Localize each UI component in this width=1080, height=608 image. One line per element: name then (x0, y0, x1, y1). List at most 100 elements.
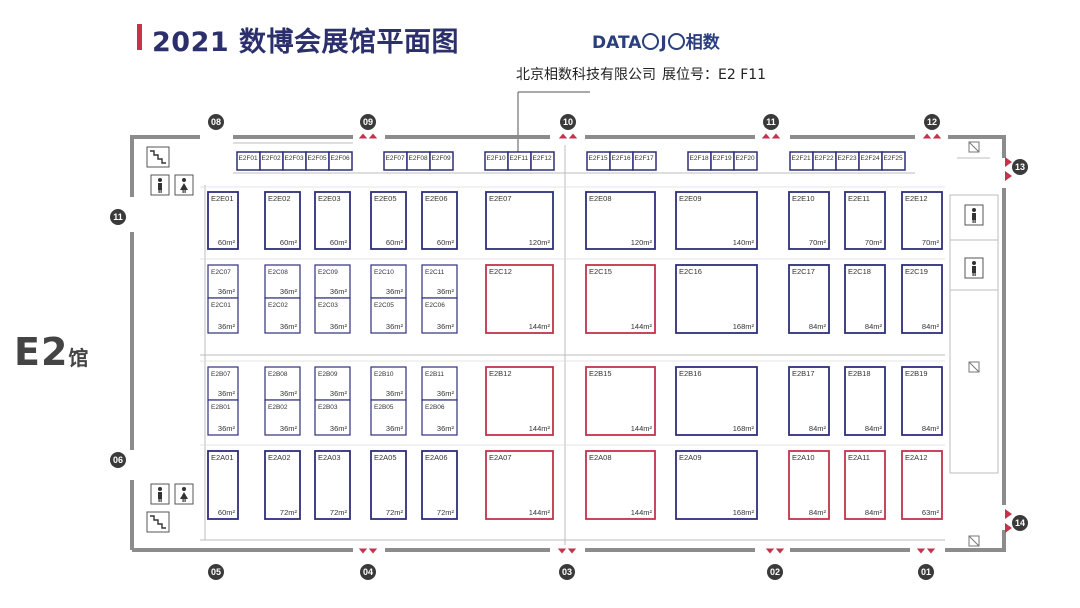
booth-area: 144m² (631, 508, 653, 517)
booth-e2f16[interactable]: E2F16 (609, 151, 634, 171)
booth-e2f20[interactable]: E2F20 (733, 151, 758, 171)
gate-right-13[interactable]: 13 (1012, 159, 1028, 175)
booth-area: 36m² (437, 389, 455, 398)
booth-e2f19[interactable]: E2F19 (710, 151, 735, 171)
booth-e2f11[interactable]: E2F11 (507, 151, 532, 171)
booth-e2f01[interactable]: E2F01 (236, 151, 261, 171)
gate-left-11[interactable]: 11 (110, 209, 126, 225)
booth-e2f09[interactable]: E2F09 (429, 151, 454, 171)
booth-e2f15[interactable]: E2F15 (586, 151, 611, 171)
gate-bottom-01[interactable]: 01 (918, 564, 934, 580)
gate-top-10[interactable]: 10 (560, 114, 576, 130)
gate-top-11[interactable]: 11 (763, 114, 779, 130)
booth-area: 72m² (386, 508, 404, 517)
gate-left-06[interactable]: 06 (110, 452, 126, 468)
booth-e2f17[interactable]: E2F17 (632, 151, 657, 171)
gate-bottom-04[interactable]: 04 (360, 564, 376, 580)
booth-e2f08[interactable]: E2F08 (406, 151, 431, 171)
booth-e2f22[interactable]: E2F22 (812, 151, 837, 171)
gate-top-08[interactable]: 08 (208, 114, 224, 130)
booth-id: E2F12 (533, 155, 553, 162)
booth-e2f24[interactable]: E2F24 (858, 151, 883, 171)
booth-outline (370, 297, 407, 334)
booth-id: E2F01 (239, 155, 259, 162)
booth-e2f23[interactable]: E2F23 (835, 151, 860, 171)
booth-e2f18[interactable]: E2F18 (687, 151, 712, 171)
gate-bottom-02[interactable]: 02 (767, 564, 783, 580)
booth-e2f03[interactable]: E2F03 (282, 151, 307, 171)
booth-e2f12[interactable]: E2F12 (530, 151, 555, 171)
booth-id: E2A05 (374, 453, 397, 462)
booth-e2f05[interactable]: E2F05 (305, 151, 330, 171)
booth-e2a05[interactable]: E2A05 72m² (370, 450, 407, 520)
gate-bottom-03[interactable]: 03 (559, 564, 575, 580)
gate-top-09[interactable]: 09 (360, 114, 376, 130)
booth-e2f21[interactable]: E2F21 (789, 151, 814, 171)
booth-e2f07[interactable]: E2F07 (383, 151, 408, 171)
booth-area: 36m² (437, 287, 455, 296)
gate-top-12[interactable]: 12 (924, 114, 940, 130)
booth-e2f10[interactable]: E2F10 (484, 151, 509, 171)
booth-id: E2C01 (211, 302, 231, 309)
gate-right-14[interactable]: 14 (1012, 515, 1028, 531)
booth-e2f02[interactable]: E2F02 (259, 151, 284, 171)
booth-e2f06[interactable]: E2F06 (328, 151, 353, 171)
booth-e2f25[interactable]: E2F25 (881, 151, 906, 171)
gate-bottom-05[interactable]: 05 (208, 564, 224, 580)
entrance-arrow-icon (922, 133, 932, 139)
